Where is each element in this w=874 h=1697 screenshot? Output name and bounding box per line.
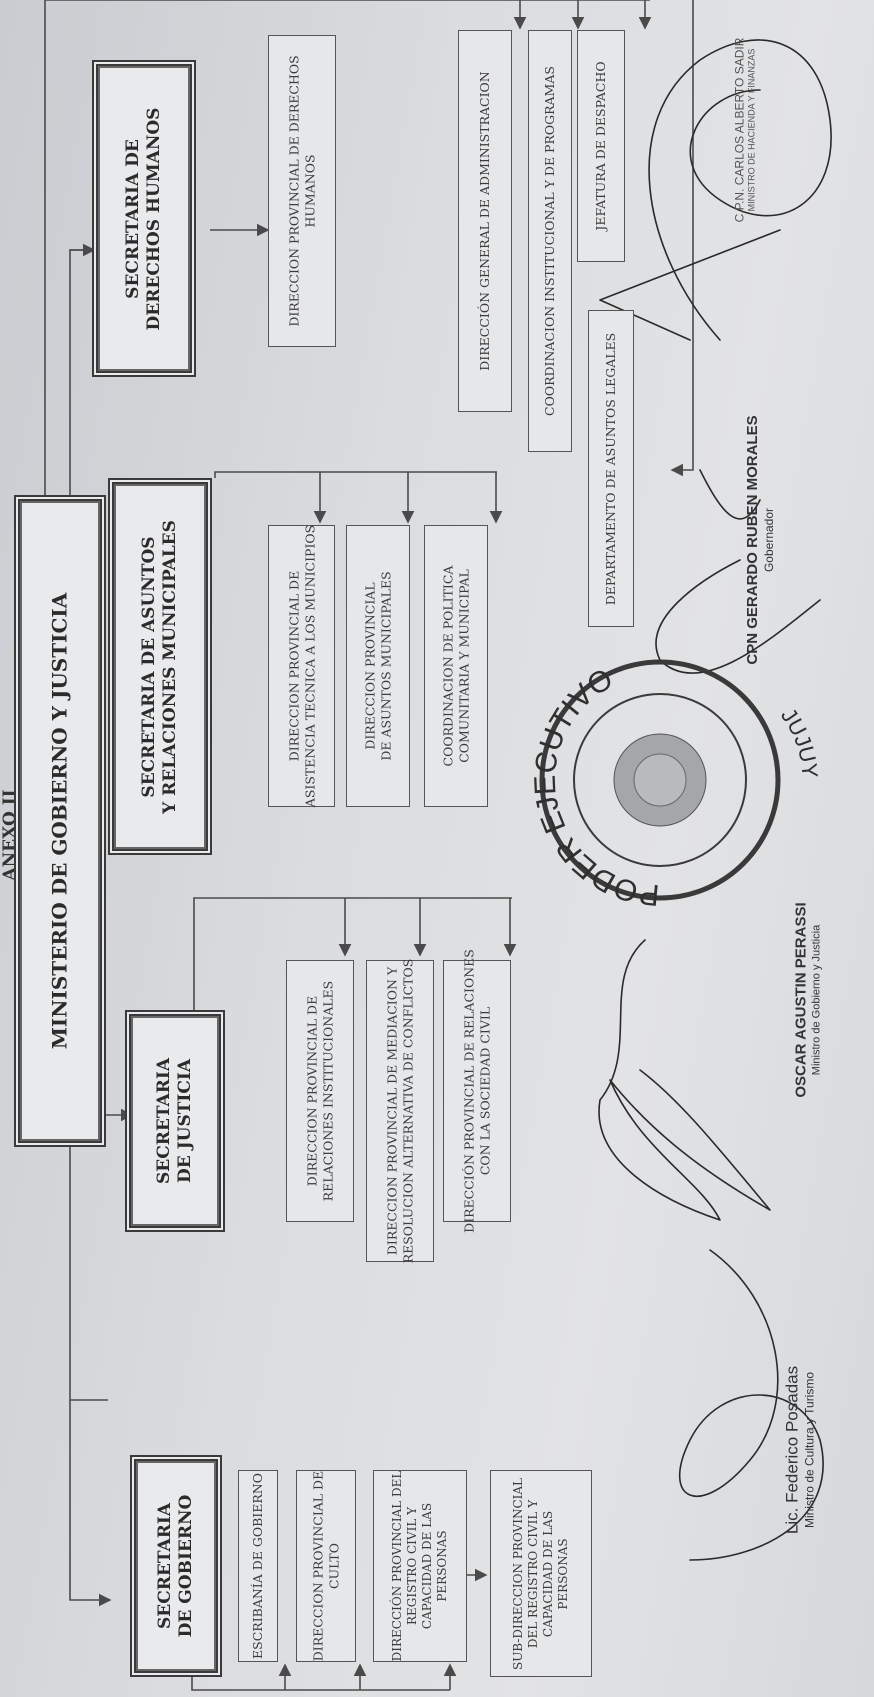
unit-sociedad-civil: DIRECCIÓN PROVINCIAL DE RELACIONES CON L… xyxy=(443,949,511,1233)
unit-asistencia-tecnica: DIRECCION PROVINCIAL DE ASISTENCIA TECNI… xyxy=(268,525,335,807)
unit-jefatura-despacho: JEFATURA DE DESPACHO xyxy=(577,30,625,262)
unit-registro-civil: DIRECCIÓN PROVINCIAL DEL REGISTRO CIVIL … xyxy=(373,1470,467,1662)
unit-relaciones-institucionales: DIRECCION PROVINCIAL DE RELACIONES INSTI… xyxy=(286,960,354,1222)
signature-sadir xyxy=(599,39,832,341)
secretaria-gobierno: SECRETARIA DE GOBIERNO xyxy=(130,1455,222,1677)
svg-text:JUJUY: JUJUY xyxy=(776,703,823,779)
unit-asuntos-municipales: DIRECCION PROVINCIAL DE ASUNTOS MUNICIPA… xyxy=(346,525,410,807)
secretaria-justicia: SECRETARIA DE JUSTICIA xyxy=(125,1010,225,1232)
unit-politica-comunitaria: COORDINACION DE POLITICA COMUNITARIA Y M… xyxy=(424,525,488,807)
ministry-box: MINISTERIO DE GOBIERNO Y JUSTICIA xyxy=(14,495,106,1147)
signature-posadas xyxy=(678,1249,824,1561)
unit-mediacion: DIRECCION PROVINCIAL DE MEDIACION Y RESO… xyxy=(366,959,434,1263)
unit-derechos-humanos: DIRECCION PROVINCIAL DE DERECHOS HUMANOS xyxy=(268,35,336,347)
secretaria-derechos-humanos: SECRETARIA DE DERECHOS HUMANOS xyxy=(92,60,196,377)
unit-coordinacion-institucional: COORDINACION INSTITUCIONAL Y DE PROGRAMA… xyxy=(528,30,572,452)
secretaria-municipales: SECRETARIA DE ASUNTOS Y RELACIONES MUNIC… xyxy=(108,478,212,855)
seal-bottom-text: JUJUY xyxy=(776,703,823,779)
unit-escribania: ESCRIBANÍA DE GOBIERNO xyxy=(238,1470,278,1662)
unit-asuntos-legales: DEPARTAMENTO DE ASUNTOS LEGALES xyxy=(588,310,634,627)
unit-sub-registro-civil: SUB-DIRECCION PROVINCIAL DEL REGISTRO CI… xyxy=(490,1470,592,1677)
unit-direccion-general-administracion: DIRECCIÓN GENERAL DE ADMINISTRACION xyxy=(458,30,512,412)
signature-perassi xyxy=(598,939,771,1221)
unit-culto: DIRECCION PROVINCIAL DE CULTO xyxy=(296,1470,356,1662)
